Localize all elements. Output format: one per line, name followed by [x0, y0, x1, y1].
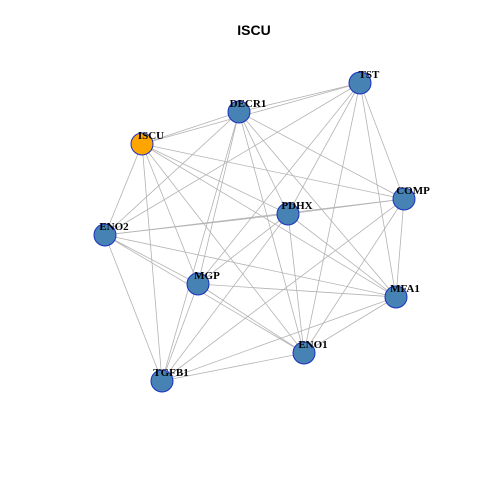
edge-comp-eno1 [303, 198, 405, 354]
edge-tst-mfa1 [359, 82, 397, 298]
edge-decr1-mgp [197, 111, 240, 285]
node-mgp [186, 272, 210, 296]
edge-iscu-eno2 [104, 143, 143, 236]
node-label-iscu: ISCU [138, 130, 164, 142]
node-tgfb1 [150, 369, 174, 393]
node-iscu [130, 132, 154, 156]
edge-comp-tgfb1 [161, 198, 405, 382]
edge-eno2-tgfb1 [104, 234, 163, 382]
node-label-mgp: MGP [194, 270, 220, 282]
node-eno1 [292, 341, 316, 365]
node-label-tst: TST [359, 69, 380, 81]
node-eno2 [93, 223, 117, 247]
edge-decr1-tst [238, 82, 361, 113]
nodes-layer [93, 71, 416, 393]
edge-decr1-comp [238, 111, 405, 200]
edge-iscu-eno1 [141, 143, 305, 354]
node-label-eno2: ENO2 [99, 221, 129, 233]
edge-decr1-eno1 [238, 111, 305, 354]
edge-iscu-mfa1 [141, 143, 397, 298]
edge-eno1-tgfb1 [161, 352, 305, 382]
edge-mgp-tgfb1 [161, 283, 199, 382]
edge-eno2-eno1 [104, 234, 305, 354]
node-label-mfa1: MFA1 [390, 283, 420, 295]
edge-mgp-eno1 [197, 283, 305, 354]
edge-tst-mgp [197, 82, 361, 285]
node-tst [348, 71, 372, 95]
edge-pdhx-eno1 [287, 213, 305, 354]
node-pdhx [276, 202, 300, 226]
edge-eno2-mgp [104, 234, 199, 285]
edge-pdhx-mgp [197, 213, 289, 285]
diagram-title: ISCU [237, 22, 270, 38]
node-label-eno1: ENO1 [298, 339, 327, 351]
edge-pdhx-tgfb1 [161, 213, 289, 382]
edge-decr1-tgfb1 [161, 111, 240, 382]
node-label-pdhx: PDHX [281, 200, 312, 212]
edge-mfa1-eno1 [303, 296, 397, 354]
node-label-comp: COMP [396, 185, 430, 197]
edge-decr1-mfa1 [238, 111, 397, 298]
edge-iscu-mgp [141, 143, 199, 285]
edge-tst-eno1 [303, 82, 361, 354]
edge-pdhx-mfa1 [287, 213, 397, 298]
edge-decr1-pdhx [238, 111, 289, 215]
edges-layer [104, 82, 405, 382]
node-mfa1 [384, 285, 408, 309]
node-comp [392, 187, 416, 211]
edge-eno2-mfa1 [104, 234, 397, 298]
edge-tst-pdhx [287, 82, 361, 215]
node-label-tgfb1: TGFB1 [153, 367, 188, 379]
edge-pdhx-eno2 [104, 213, 289, 236]
node-decr1 [227, 100, 251, 124]
edge-mfa1-tgfb1 [161, 296, 397, 382]
edge-iscu-decr1 [141, 111, 240, 145]
edge-tst-comp [359, 82, 405, 200]
edge-iscu-comp [141, 143, 405, 200]
edge-decr1-eno2 [104, 111, 240, 236]
edge-mgp-mfa1 [197, 283, 397, 298]
edge-comp-mfa1 [395, 198, 405, 298]
edge-tst-eno2 [104, 82, 361, 236]
edge-iscu-tst [141, 82, 361, 145]
node-label-decr1: DECR1 [230, 98, 267, 110]
